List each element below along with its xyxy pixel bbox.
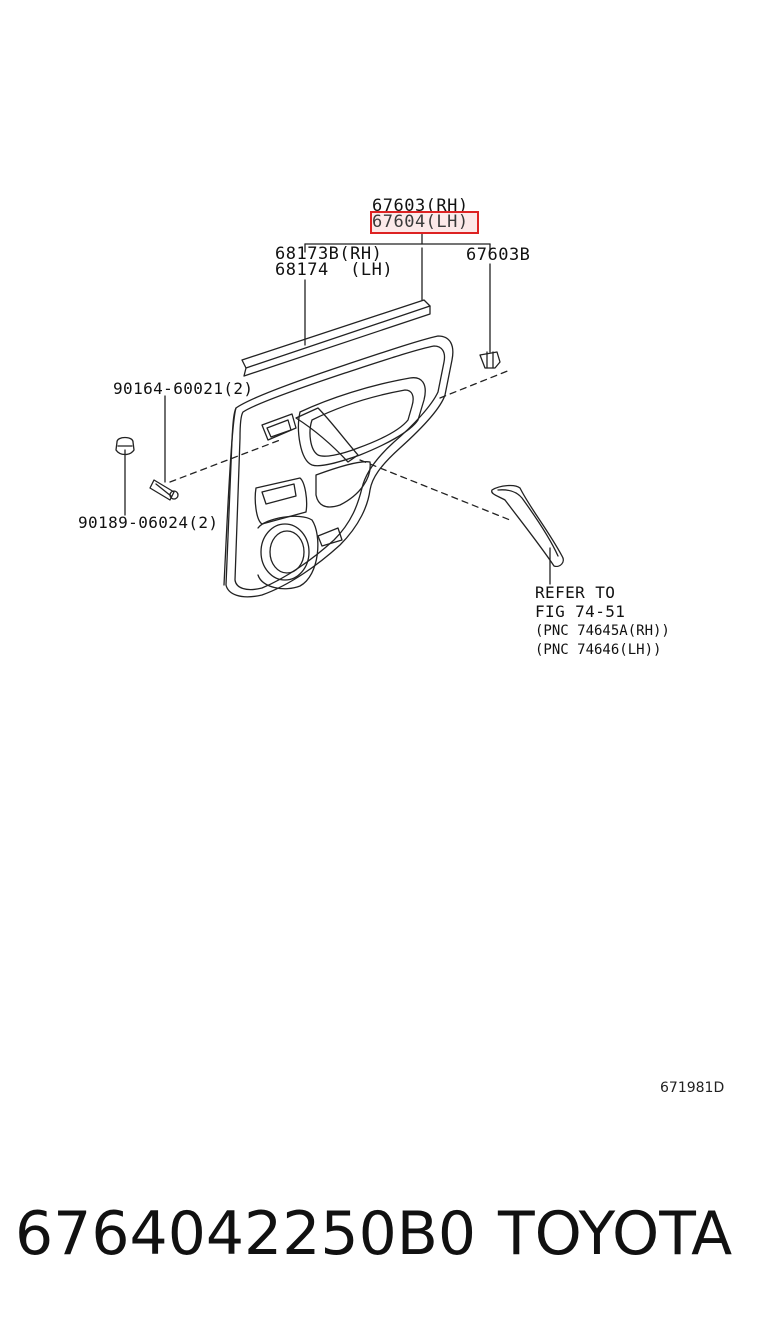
callout-screw[interactable]: 90164-60021(2) bbox=[113, 379, 254, 398]
pull-handle bbox=[296, 408, 358, 462]
weatherstrip-shape bbox=[244, 306, 430, 376]
door-panel-edge bbox=[224, 408, 236, 585]
switch-bezel-inner bbox=[267, 420, 291, 437]
speaker-grille-inner bbox=[269, 530, 305, 574]
refer-text-1: REFER TO bbox=[535, 583, 616, 602]
callout-weatherstrip-lh[interactable]: 68174 (LH) bbox=[275, 260, 394, 280]
refer-text-3: (PNC 74645A(RH)) bbox=[535, 623, 670, 639]
door-panel-outline bbox=[226, 336, 453, 597]
armrest-inner bbox=[310, 390, 413, 456]
install-line bbox=[440, 370, 510, 398]
highlight-box bbox=[370, 211, 479, 234]
refer-text-4: (PNC 74646(LH)) bbox=[535, 642, 662, 658]
callout-clip[interactable]: 67603B bbox=[466, 245, 531, 265]
screw-head bbox=[169, 490, 179, 500]
screw-shape bbox=[150, 480, 174, 500]
armrest-shape bbox=[299, 378, 426, 466]
weatherstrip-shape bbox=[242, 300, 430, 368]
clip-shape bbox=[480, 352, 500, 368]
footer-brand: TOYOTA bbox=[498, 1199, 733, 1269]
lower-trim bbox=[316, 462, 370, 507]
callout-grommet[interactable]: 90189-06024(2) bbox=[78, 513, 219, 532]
lower-light bbox=[318, 528, 342, 546]
callout-part-lh[interactable]: 67604(LH) bbox=[372, 212, 469, 232]
garnish-strip bbox=[492, 486, 564, 567]
refer-text-2[interactable]: FIG 74-51 bbox=[535, 602, 626, 621]
diagram-code: 671981D bbox=[660, 1080, 725, 1096]
garnish-strip-inner bbox=[498, 490, 558, 556]
callout-part-rh[interactable]: 67603(RH) bbox=[372, 196, 469, 216]
footer-part-number: 6764042250B0 bbox=[15, 1199, 477, 1269]
grommet-shape bbox=[116, 438, 134, 455]
callout-weatherstrip-rh[interactable]: 68173B(RH) bbox=[275, 244, 383, 264]
speaker-housing bbox=[258, 516, 318, 588]
switch-bezel bbox=[262, 414, 296, 440]
install-line bbox=[170, 440, 280, 482]
screw-thread bbox=[156, 484, 171, 496]
door-panel-inner bbox=[235, 346, 445, 590]
install-line bbox=[360, 460, 510, 520]
speaker-grille bbox=[260, 523, 310, 581]
door-pocket bbox=[255, 478, 306, 524]
door-pocket-inner bbox=[262, 484, 296, 504]
